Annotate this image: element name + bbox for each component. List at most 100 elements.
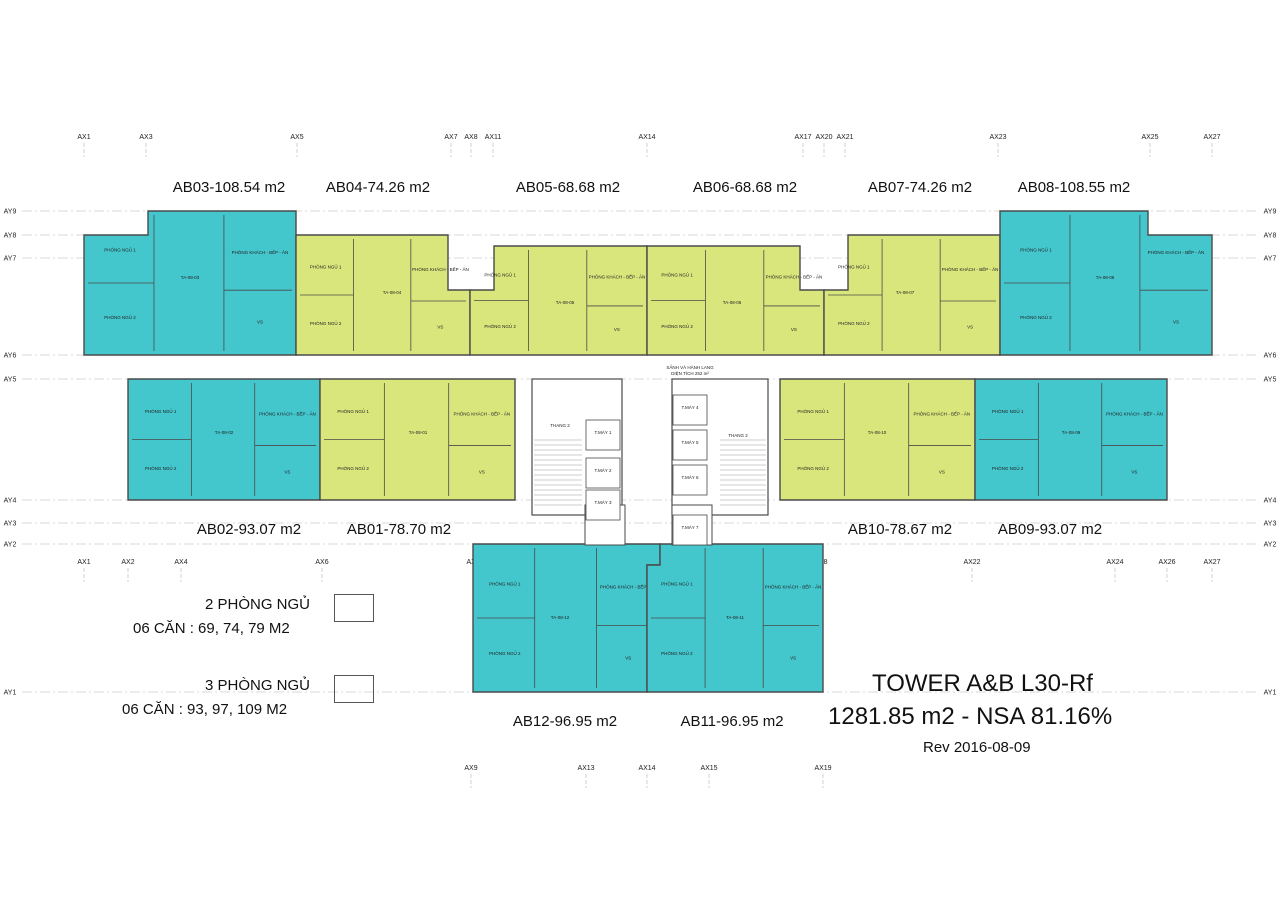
axis-y-label-left: AY1 bbox=[4, 690, 17, 697]
room-label-bed1: PHÒNG NGỦ 1 bbox=[145, 408, 177, 414]
room-label-bed2: PHÒNG NGỦ 2 bbox=[145, 465, 177, 471]
axis-y-label-right: AY8 bbox=[1264, 233, 1277, 240]
room-label-bed1: PHÒNG NGỦ 1 bbox=[797, 408, 829, 414]
unit-ab01 bbox=[319, 378, 516, 501]
axis-x-label: AX27 bbox=[1203, 559, 1220, 566]
axis-x-label: AX15 bbox=[700, 765, 717, 772]
legend-three-bedroom-count: 06 CĂN : 93, 97, 109 M2 bbox=[122, 701, 288, 718]
legend-swatch-two-bedroom bbox=[334, 594, 374, 622]
room-label-living: PHÒNG KHÁCH - BẾP - ĂN bbox=[600, 583, 657, 589]
room-label-wc: VS bbox=[939, 469, 945, 474]
axis-y-label-left: AY3 bbox=[4, 521, 17, 528]
area-summary: 1281.85 m2 - NSA 81.16% bbox=[828, 703, 1113, 730]
unit-ab11 bbox=[646, 543, 824, 693]
room-label-wc: VS bbox=[479, 469, 485, 474]
axis-x-label: AX2 bbox=[121, 559, 134, 566]
axis-y-label-left: AY2 bbox=[4, 542, 17, 549]
unit-area-label-ab01: AB01-78.70 m2 bbox=[347, 521, 451, 538]
room-label-wc: VS bbox=[257, 319, 263, 324]
unit-tag: TA-08-09 bbox=[1062, 430, 1081, 435]
room-label-living: PHÒNG KHÁCH - BẾP - ĂN bbox=[259, 410, 316, 416]
axis-y-label-right: AY3 bbox=[1264, 521, 1277, 528]
unit-tag: TA-08-12 bbox=[551, 615, 570, 620]
room-label-bed2: PHÒNG NGỦ 2 bbox=[661, 650, 693, 656]
room-label-living: PHÒNG KHÁCH - BẾP - ĂN bbox=[942, 266, 999, 272]
unit-ab09 bbox=[974, 378, 1168, 501]
unit-tag: TA-08-10 bbox=[868, 430, 887, 435]
room-label-bed2: PHÒNG NGỦ 2 bbox=[310, 320, 342, 326]
room-label-living: PHÒNG KHÁCH - BẾP - ĂN bbox=[412, 266, 469, 272]
room-label-living: PHÒNG KHÁCH - BẾP - ĂN bbox=[589, 274, 646, 280]
room-label-living: PHÒNG KHÁCH - BẾP - ĂN bbox=[766, 274, 823, 280]
axis-x-label: AX9 bbox=[464, 765, 477, 772]
unit-area-label-ab11: AB11-96.95 m2 bbox=[680, 713, 783, 730]
unit-tag: TA-08-11 bbox=[726, 615, 745, 620]
unit-ab08 bbox=[999, 210, 1213, 356]
unit-ab03 bbox=[83, 210, 297, 356]
room-label-wc: VS bbox=[1131, 469, 1137, 474]
legend-two-bedroom-title: 2 PHÒNG NGỦ bbox=[205, 596, 311, 613]
lift-label: T.MÁY 5 bbox=[682, 439, 699, 445]
axis-x-label: AX17 bbox=[794, 134, 811, 141]
axis-x-label: AX26 bbox=[1158, 559, 1175, 566]
room-label-wc: VS bbox=[967, 325, 973, 330]
unit-tag: TA-08-07 bbox=[896, 290, 915, 295]
room-label-living: PHÒNG KHÁCH - BẾP - ĂN bbox=[232, 249, 289, 255]
room-label-bed1: PHÒNG NGỦ 1 bbox=[661, 272, 693, 278]
lift-label: T.MÁY 4 bbox=[682, 404, 699, 410]
axis-x-label: AX20 bbox=[815, 134, 832, 141]
room-label-bed1: PHÒNG NGỦ 1 bbox=[661, 580, 693, 586]
tower-title: TOWER A&B L30-Rf bbox=[872, 670, 1093, 697]
axis-y-label-right: AY2 bbox=[1264, 542, 1277, 549]
lift-label: T.MÁY 1 bbox=[595, 429, 612, 435]
revision-date: Rev 2016-08-09 bbox=[923, 739, 1031, 756]
room-label-bed2: PHÒNG NGỦ 2 bbox=[838, 320, 870, 326]
lift-shaft bbox=[672, 429, 708, 461]
axis-x-label: AX5 bbox=[290, 134, 303, 141]
lift-label: T.MÁY 3 bbox=[595, 499, 612, 505]
room-label-bed2: PHÒNG NGỦ 2 bbox=[992, 465, 1024, 471]
lift-label: T.MÁY 6 bbox=[682, 474, 699, 480]
axis-y-label-right: AY1 bbox=[1264, 690, 1277, 697]
axis-y-label-right: AY7 bbox=[1264, 256, 1277, 263]
axis-x-label: AX13 bbox=[577, 765, 594, 772]
unit-area-label-ab08: AB08-108.55 m2 bbox=[1018, 179, 1131, 196]
axis-y-label-left: AY8 bbox=[4, 233, 17, 240]
room-label-bed1: PHÒNG NGỦ 1 bbox=[489, 580, 521, 586]
axis-y-label-right: AY9 bbox=[1264, 209, 1277, 216]
room-label-living: PHÒNG KHÁCH - BẾP - ĂN bbox=[1106, 410, 1163, 416]
lift-shaft bbox=[585, 419, 621, 451]
axis-x-label: AX27 bbox=[1203, 134, 1220, 141]
room-label-bed1: PHÒNG NGỦ 1 bbox=[992, 408, 1024, 414]
room-label-bed1: PHÒNG NGỦ 1 bbox=[310, 264, 342, 270]
axis-x-label: AX6 bbox=[315, 559, 328, 566]
axis-y-label-left: AY9 bbox=[4, 209, 17, 216]
axis-y-label-right: AY5 bbox=[1264, 377, 1277, 384]
legend-swatch-three-bedroom bbox=[334, 675, 374, 703]
axis-x-label: AX22 bbox=[963, 559, 980, 566]
lift-shaft bbox=[672, 394, 708, 426]
room-label-wc: VS bbox=[437, 325, 443, 330]
stair-label: THANG 2 bbox=[550, 423, 570, 428]
unit-tag: TA-08-06 bbox=[723, 300, 742, 305]
room-label-bed1: PHÒNG NGỦ 1 bbox=[484, 272, 516, 278]
unit-tag: TA-08-08 bbox=[1096, 275, 1115, 280]
axis-x-label: AX24 bbox=[1106, 559, 1123, 566]
room-label-bed1: PHÒNG NGỦ 1 bbox=[104, 246, 136, 252]
room-label-living: PHÒNG KHÁCH - BẾP - ĂN bbox=[454, 410, 511, 416]
room-label-bed2: PHÒNG NGỦ 2 bbox=[661, 323, 693, 329]
room-label-bed1: PHÒNG NGỦ 1 bbox=[838, 264, 870, 270]
axis-x-label: AX7 bbox=[444, 134, 457, 141]
room-label-bed2: PHÒNG NGỦ 2 bbox=[337, 465, 369, 471]
unit-area-label-ab07: AB07-74.26 m2 bbox=[868, 179, 972, 196]
axis-x-label: AX3 bbox=[139, 134, 152, 141]
unit-area-label-ab03: AB03-108.54 m2 bbox=[173, 179, 286, 196]
unit-tag: TA-08-05 bbox=[556, 300, 575, 305]
axis-x-label: AX4 bbox=[174, 559, 187, 566]
legend-two-bedroom-count: 06 CĂN : 69, 74, 79 M2 bbox=[133, 620, 290, 637]
room-label-bed1: PHÒNG NGỦ 1 bbox=[337, 408, 369, 414]
lift-label: T.MÁY 2 bbox=[595, 467, 612, 473]
room-label-bed2: PHÒNG NGỦ 2 bbox=[104, 314, 136, 320]
